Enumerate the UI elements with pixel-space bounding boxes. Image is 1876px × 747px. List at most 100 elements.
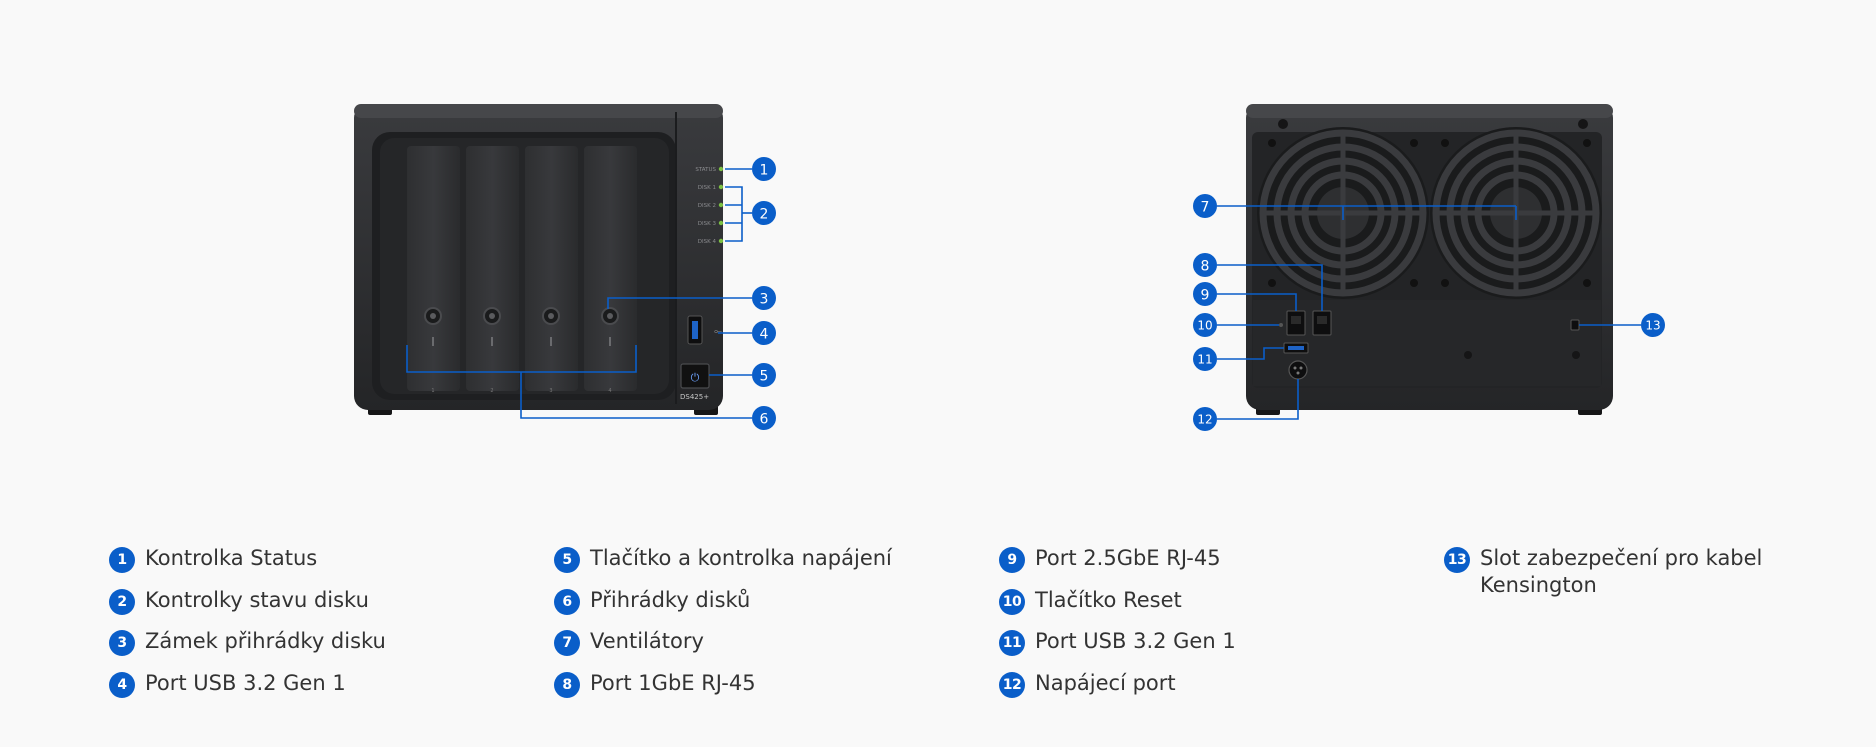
- rear-usb-port[interactable]: [1283, 342, 1309, 354]
- callout-badge-12: 12: [1193, 407, 1217, 431]
- legend-number-badge: 2: [109, 588, 135, 615]
- drive-tray-4[interactable]: [584, 146, 637, 391]
- svg-text:4: 4: [760, 327, 769, 343]
- bay-number: 3: [549, 388, 552, 394]
- led-label: DISK 1: [698, 185, 716, 191]
- tray-lock-icon[interactable]: [483, 307, 501, 325]
- status-led-icon: [718, 166, 724, 172]
- rear-lower-panel: [1253, 300, 1601, 386]
- tray-mark: [432, 337, 434, 346]
- usb-icon: ⟜: [714, 326, 722, 337]
- callout-badge-8: 8: [1193, 253, 1217, 277]
- legend-item: 11 Port USB 3.2 Gen 1: [999, 628, 1419, 670]
- legend-label: Port USB 3.2 Gen 1: [1035, 629, 1236, 653]
- svg-text:8: 8: [1201, 259, 1210, 275]
- svg-text:5: 5: [760, 369, 769, 385]
- callout-badge-13: 13: [1641, 313, 1665, 337]
- kensington-slot[interactable]: [1570, 319, 1580, 331]
- legend-item: 3 Zámek přihrádky disku: [109, 628, 529, 670]
- legend-item: 9 Port 2.5GbE RJ-45: [999, 545, 1419, 587]
- legend-number-badge: 6: [554, 588, 580, 615]
- legend-item: 10 Tlačítko Reset: [999, 587, 1419, 629]
- led-panel: STATUS DISK 1 DISK 2 DISK 3 DISK 4: [695, 166, 724, 245]
- front-callout-lines: [406, 168, 752, 419]
- legend-item: 6 Přihrádky disků: [554, 587, 974, 629]
- legend-label: Ventilátory: [590, 629, 704, 653]
- legend-item: 2 Kontrolky stavu disku: [109, 587, 529, 629]
- rj45-1gbe-port[interactable]: [1312, 310, 1332, 336]
- callout-badge-5: 5: [752, 363, 776, 387]
- callout-badge-4: 4: [752, 321, 776, 345]
- tray-mark: [491, 337, 493, 346]
- front-callouts: 1 2 3 4 5 6: [752, 157, 776, 430]
- front-view: 1 2 3 4 STATUS DISK 1 DISK 2 DISK 3 DISK…: [354, 104, 724, 415]
- tray-mark: [609, 337, 611, 346]
- model-label: DS425+: [680, 393, 709, 401]
- legend-item: 7 Ventilátory: [554, 628, 974, 670]
- legend-label: Tlačítko a kontrolka napájení: [590, 546, 892, 570]
- power-icon: ⏻: [691, 371, 700, 384]
- bay-number: 4: [608, 388, 611, 394]
- legend-label: Port 1GbE RJ-45: [590, 670, 756, 695]
- legend-item: 5 Tlačítko a kontrolka napájení: [554, 545, 974, 587]
- callout-badge-9: 9: [1193, 282, 1217, 306]
- legend-number-badge: 13: [1444, 547, 1470, 573]
- reset-button[interactable]: [1279, 323, 1283, 327]
- legend-label: Tlačítko Reset: [1035, 587, 1182, 612]
- drive-tray-2[interactable]: [466, 146, 519, 391]
- rear-view: [1246, 104, 1613, 415]
- drive-trays: [407, 146, 637, 391]
- svg-text:3: 3: [760, 292, 769, 308]
- legend-label: Kontrolky stavu disku: [145, 587, 369, 612]
- disk-led-icon: [718, 220, 724, 226]
- legend-number-badge: 10: [999, 588, 1025, 615]
- legend-number-badge: 3: [109, 630, 135, 656]
- svg-text:12: 12: [1197, 413, 1212, 427]
- rj45-2-5gbe-port[interactable]: [1286, 310, 1306, 336]
- svg-text:7: 7: [1201, 200, 1210, 216]
- front-usb-port[interactable]: [687, 315, 703, 345]
- callout-badge-7: 7: [1193, 194, 1217, 218]
- tray-lock-icon[interactable]: [424, 307, 442, 325]
- svg-text:11: 11: [1197, 353, 1212, 367]
- callout-badge-1: 1: [752, 157, 776, 181]
- led-label: DISK 3: [698, 221, 717, 227]
- power-button[interactable]: ⏻: [680, 363, 710, 389]
- disk-led-icon: [718, 202, 724, 208]
- callout-badge-3: 3: [752, 286, 776, 310]
- led-label: DISK 4: [698, 239, 717, 245]
- callout-badge-2: 2: [752, 201, 776, 225]
- legend-label: Kontrolka Status: [145, 546, 318, 570]
- legend-column-1: 1 Kontrolka Status 2 Kontrolky stavu dis…: [109, 545, 529, 711]
- svg-text:9: 9: [1201, 288, 1210, 304]
- legend-item: 4 Port USB 3.2 Gen 1: [109, 670, 529, 712]
- svg-text:10: 10: [1197, 319, 1212, 333]
- tray-lock-icon[interactable]: [542, 307, 560, 325]
- legend-item: 8 Port 1GbE RJ-45: [554, 670, 974, 712]
- tray-lock-icon[interactable]: [601, 307, 619, 325]
- legend-label: Přihrádky disků: [590, 587, 751, 612]
- drive-tray-3[interactable]: [525, 146, 578, 391]
- drive-tray-1[interactable]: [407, 146, 460, 391]
- nas-diagram: 1 2 3 4 STATUS DISK 1 DISK 2 DISK 3 DISK…: [354, 104, 1665, 431]
- legend-label: Napájecí port: [1035, 670, 1176, 695]
- led-label: DISK 2: [698, 203, 716, 209]
- legend-number-badge: 5: [554, 547, 580, 573]
- legend-number-badge: 11: [999, 630, 1025, 656]
- screw-icon: [1572, 351, 1580, 359]
- power-port[interactable]: [1288, 360, 1308, 380]
- disk-led-icon: [718, 238, 724, 244]
- legend-label: Port USB 3.2 Gen 1: [145, 670, 346, 695]
- legend-number-badge: 9: [999, 547, 1025, 573]
- legend-column-4: 13 Slot zabezpečení pro kabel Kensington: [1444, 545, 1784, 599]
- tray-mark: [550, 337, 552, 346]
- legend-item: 1 Kontrolka Status: [109, 545, 529, 587]
- front-top-edge: [354, 104, 723, 118]
- screw-icon: [1278, 119, 1288, 129]
- legend-label: Port 2.5GbE RJ-45: [1035, 546, 1221, 570]
- legend-item: 13 Slot zabezpečení pro kabel Kensington: [1444, 545, 1784, 599]
- svg-text:13: 13: [1645, 319, 1660, 333]
- bay-number: 1: [431, 388, 434, 394]
- rear-callout-lines: [1217, 205, 1641, 420]
